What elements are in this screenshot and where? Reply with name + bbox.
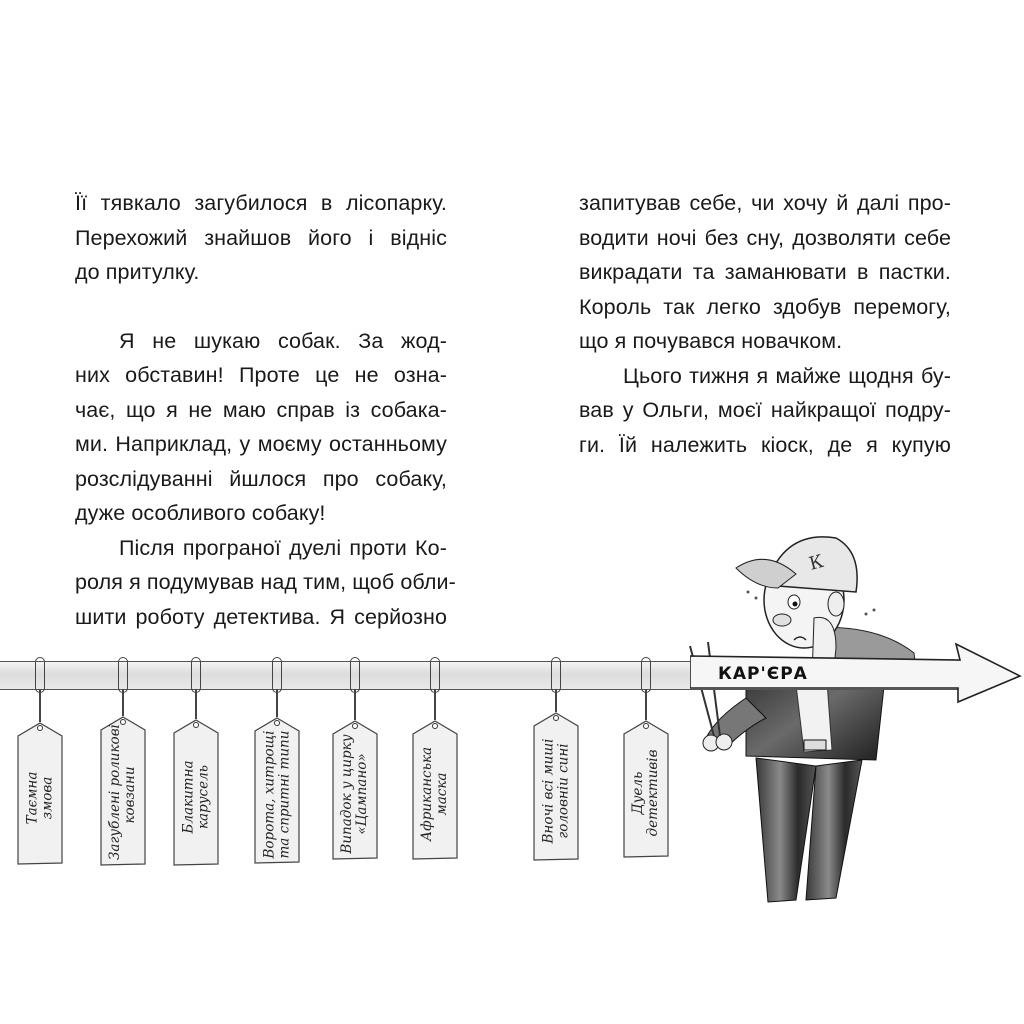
text-line: розслідуванні йшлося про собаку, bbox=[75, 466, 447, 491]
text-line: Після програної дуелі проти Ко- bbox=[119, 535, 447, 560]
string bbox=[276, 689, 278, 717]
tag-label-line: детективів bbox=[645, 749, 661, 837]
boy-illustration: К bbox=[689, 536, 919, 903]
ring-icon bbox=[191, 657, 201, 693]
text-line: Перехожий знайшов його і відніс bbox=[75, 225, 447, 250]
ring-icon bbox=[272, 657, 282, 693]
text-line: дуже особливого собаку! bbox=[75, 501, 326, 525]
tag-shape bbox=[173, 719, 219, 866]
career-label: КАР'ЄРА bbox=[718, 664, 808, 684]
text-line: роля я подумував над тим, щоб обли- bbox=[75, 570, 456, 594]
paragraph: Я не шукаю собак. За жод- них обставин! … bbox=[75, 324, 447, 531]
tag-shape bbox=[17, 722, 63, 865]
ring-icon bbox=[35, 657, 45, 693]
tag-label-line: Ворота, хитрощі bbox=[261, 730, 277, 858]
tag-label-line: карусель bbox=[195, 764, 211, 829]
tag-label-line: Дуель bbox=[630, 771, 646, 815]
text-line: них обставин! Проте це не озна- bbox=[75, 363, 447, 387]
string bbox=[354, 689, 356, 720]
tag-label-line: маска bbox=[434, 772, 450, 816]
paragraph: Її тявкало загубилося в лісопарку. Перех… bbox=[75, 186, 447, 290]
tag-label-line: Вночі всі миші bbox=[540, 738, 556, 843]
tag-label-line: «Цампано» bbox=[354, 753, 370, 835]
ring-icon bbox=[641, 657, 651, 693]
ring-icon bbox=[350, 657, 360, 693]
tag-shape bbox=[623, 720, 669, 858]
text-line: водити ночі без сну, дозволяти себе bbox=[579, 225, 951, 250]
tag-shape bbox=[533, 712, 579, 861]
tag-shape bbox=[254, 717, 300, 864]
string bbox=[195, 689, 197, 719]
tag-label-line: головніи сині bbox=[555, 742, 571, 839]
cap-letter: К bbox=[807, 551, 826, 575]
tag-label-line: Загублені роликові bbox=[107, 724, 123, 860]
tag-label-line: Африканська bbox=[419, 746, 435, 842]
tag-label-line: ковзани bbox=[122, 766, 138, 824]
text-line: Король так легко здобув перемогу, bbox=[579, 294, 951, 319]
paragraph: Після програної дуелі проти Ко- роля я п… bbox=[75, 531, 456, 635]
text-line: Цього тижня я майже щодня бу- bbox=[623, 363, 951, 388]
ring-icon bbox=[118, 657, 128, 693]
text-line: що я почувався новачком. bbox=[579, 329, 843, 353]
string bbox=[555, 689, 557, 712]
string bbox=[122, 689, 124, 716]
string bbox=[434, 689, 436, 720]
tag-shape bbox=[100, 716, 146, 866]
text-line: запитував себе, чи хочу й далі про- bbox=[579, 191, 951, 215]
text-line: чає, що я не маю справ із собака- bbox=[75, 397, 447, 422]
right-text-column: запитував себе, чи хочу й далі про- води… bbox=[579, 186, 951, 462]
tag-shape bbox=[412, 720, 458, 860]
tag-label-line: змова bbox=[39, 776, 55, 819]
tag-label-line: та спритні типи bbox=[276, 730, 292, 858]
text-line: вав у Ольги, моєї найкращої подру- bbox=[579, 398, 951, 422]
text-line: Її тявкало загубилося в лісопарку. bbox=[75, 191, 447, 215]
text-line: ги. Їй належить кіоск, де я купую bbox=[579, 432, 951, 457]
string bbox=[645, 689, 647, 720]
tag-label-line: Блакитна bbox=[180, 759, 196, 834]
tag-label-line: Таємна bbox=[24, 771, 40, 824]
tag-shape bbox=[332, 720, 378, 860]
tag-label-line: Випадок у цирку bbox=[339, 734, 355, 854]
text-line: ми. Наприклад, у моєму останньому bbox=[75, 432, 447, 456]
text-line: шити роботу детектива. Я серйозно bbox=[75, 604, 447, 629]
ring-icon bbox=[551, 657, 561, 693]
text-line: до притулку. bbox=[75, 260, 200, 284]
ring-icon bbox=[430, 657, 440, 693]
tag-label: Випадок у цирку«Цампано» bbox=[339, 734, 370, 854]
string bbox=[39, 689, 41, 722]
left-text-column: Її тявкало загубилося в лісопарку. Перех… bbox=[75, 186, 456, 635]
text-line: викрадати та заманювати в пастки. bbox=[579, 260, 951, 284]
text-line: Я не шукаю собак. За жод- bbox=[119, 328, 447, 353]
career-arrow bbox=[690, 642, 1022, 704]
paragraph: Цього тижня я майже щодня бу- вав у Ольг… bbox=[579, 359, 951, 463]
paragraph: запитував себе, чи хочу й далі про- води… bbox=[579, 186, 951, 359]
